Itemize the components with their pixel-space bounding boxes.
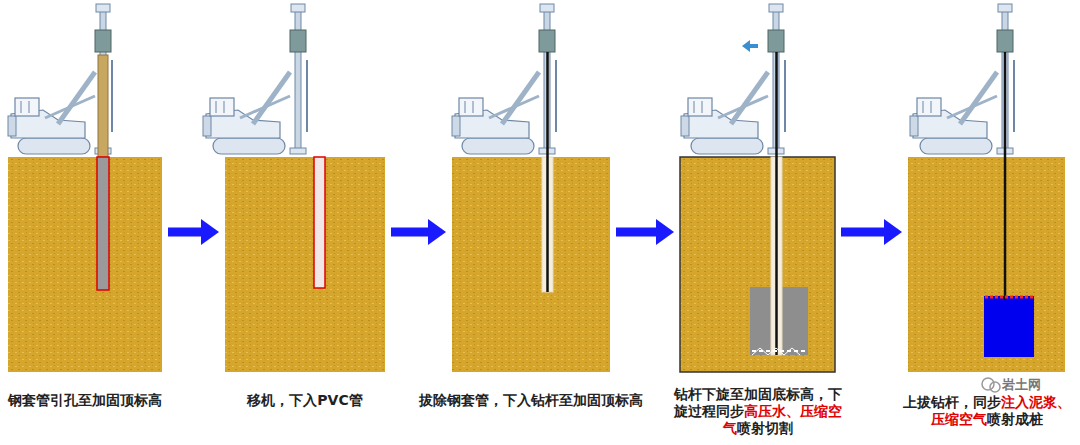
mast-foot [290,148,306,154]
caption-run: 喷射成桩 [987,411,1043,427]
crawler-track [462,138,534,154]
steel-casing [97,157,109,290]
jet-line [985,296,1033,299]
hydraulic-cylinder [555,60,557,132]
cab-window [21,101,22,113]
drilling-rig [8,4,112,154]
cab-window [465,101,466,113]
counterweight [910,116,918,136]
crawler-track [920,138,992,154]
cab [210,98,234,116]
flow-arrow [616,228,656,237]
boom-arm [489,96,539,118]
caption-run: 移机，下入PVC管 [247,392,362,408]
step-caption: 钻杆下旋至加固底标高，下旋过程同步高压水、压缩空气喷射切割 [671,386,845,437]
pvc-pipe [314,157,325,288]
cab-window [224,101,225,113]
hydraulic-cylinder [784,60,786,132]
counterweight [452,116,460,136]
step-caption: 钢套管引孔至加固顶标高 [8,392,162,409]
drill-head [95,30,111,52]
drilling-rig [910,4,1014,154]
counterweight [681,116,689,136]
boom-arm [718,96,768,118]
drill-head [539,30,555,52]
cab [15,98,39,116]
soil-block [452,157,610,372]
boom-arm [947,96,997,118]
cab-window [216,101,217,113]
caption-run: 上拔钻杆，同步 [903,394,1001,410]
drill-rod [1004,52,1007,300]
crown-block [998,4,1012,12]
crawler-track [691,138,763,154]
step-caption: 移机，下入PVC管 [247,392,362,409]
crown-block [540,4,554,12]
drilling-rig [452,4,556,154]
watermark: 岩土网 [1002,377,1041,393]
soil-block [908,157,1065,372]
step-caption: 上拔钻杆，同步注入泥浆、压缩空气喷射成桩 [900,394,1074,428]
watermark-logo [990,382,1000,392]
flow-arrow [168,228,201,237]
grout-pile [984,296,1034,357]
water-jet [752,348,800,355]
cab-window [923,101,924,113]
soil-block [225,157,385,372]
hydraulic-cylinder [111,60,113,132]
cab-window [702,101,703,113]
caption-run: 拔除钢套管，下入钻杆至加固顶标高 [419,392,643,408]
process-step: 钻杆下旋至加固底标高，下旋过程同步高压水、压缩空气喷射切割 [680,157,835,372]
soil-block [680,157,835,372]
caption-run: 喷射切割 [737,420,793,436]
cab-window [931,101,932,113]
process-step: 拔除钢套管，下入钻杆至加固顶标高 [452,157,610,372]
cab [688,98,712,116]
drill-rod [775,52,778,355]
process-step: 上拔钻杆，同步注入泥浆、压缩空气喷射成桩 [908,157,1065,372]
boom-arm [45,96,95,118]
hydraulic-cylinder [306,60,308,132]
flow-arrow [841,228,884,237]
step-caption: 拔除钢套管，下入钻杆至加固顶标高 [419,392,643,409]
counterweight [8,116,16,136]
crown-block [96,4,110,12]
counterweight [203,116,211,136]
flow-arrow [391,228,428,237]
drill-rod [546,52,549,292]
cab [459,98,483,116]
drilling-rig [203,4,307,154]
watermark-logo [982,378,994,390]
drill-head [290,30,306,52]
caption-run: 钢套管引孔至加固顶标高 [8,392,162,408]
cab-window [29,101,30,113]
soil-block [8,157,162,372]
cab [917,98,941,116]
drill-head [768,30,784,52]
drill-rod [98,55,108,157]
drill-head [997,30,1013,52]
process-step: 钢套管引孔至加固顶标高 [8,157,162,372]
crown-block [291,4,305,12]
process-step: 移机，下入PVC管 [225,157,385,372]
drilling-rig [681,4,785,154]
crawler-track [18,138,90,154]
crawler-track [213,138,285,154]
direction-arrow [742,40,758,52]
boom-arm [240,96,290,118]
cab-window [694,101,695,113]
hydraulic-cylinder [1013,60,1015,132]
cab-window [473,101,474,113]
crown-block [769,4,783,12]
